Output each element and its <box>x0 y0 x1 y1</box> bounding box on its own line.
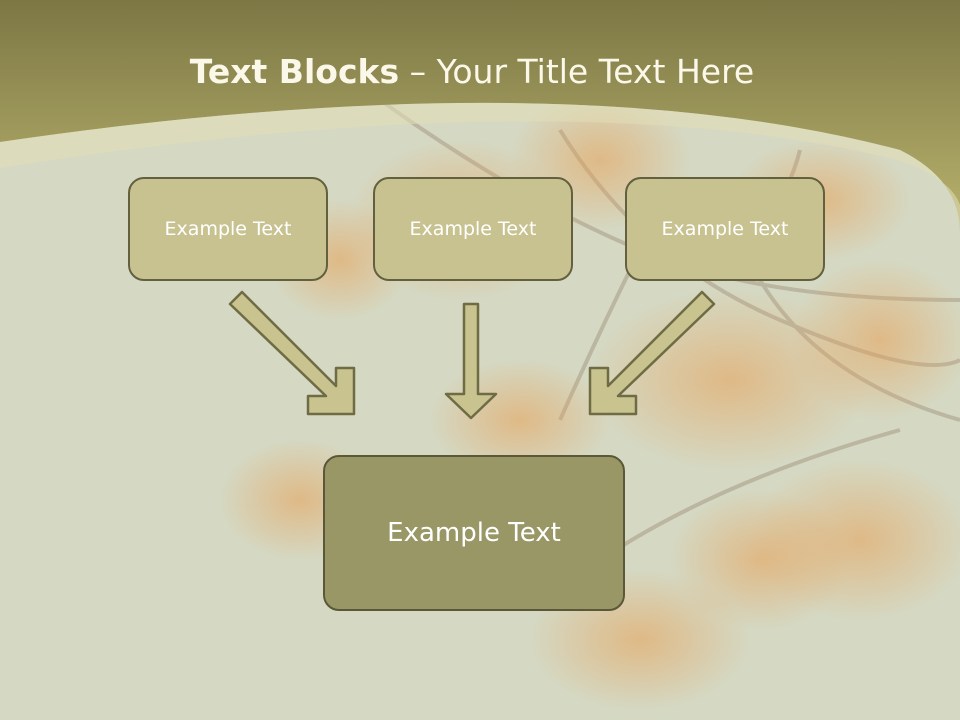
main-text-block[interactable]: Example Text <box>323 455 625 611</box>
header-band <box>0 0 960 232</box>
text-block-2[interactable]: Example Text <box>373 177 573 281</box>
text-block-3-label: Example Text <box>661 218 789 240</box>
arrow-left-icon <box>228 290 356 416</box>
text-block-3[interactable]: Example Text <box>625 177 825 281</box>
text-block-1-label: Example Text <box>164 218 292 240</box>
title-dash: – <box>399 52 437 91</box>
title-rest: Your Title Text Here <box>436 52 755 91</box>
text-block-1[interactable]: Example Text <box>128 177 328 281</box>
arrow-down-icon <box>444 302 498 420</box>
slide-title: Text Blocks – Your Title Text Here <box>0 52 944 91</box>
main-text-block-label: Example Text <box>387 518 561 548</box>
arrow-right-icon <box>588 290 716 416</box>
text-block-2-label: Example Text <box>409 218 537 240</box>
title-bold: Text Blocks <box>189 52 400 91</box>
header-band-highlight <box>0 102 960 232</box>
